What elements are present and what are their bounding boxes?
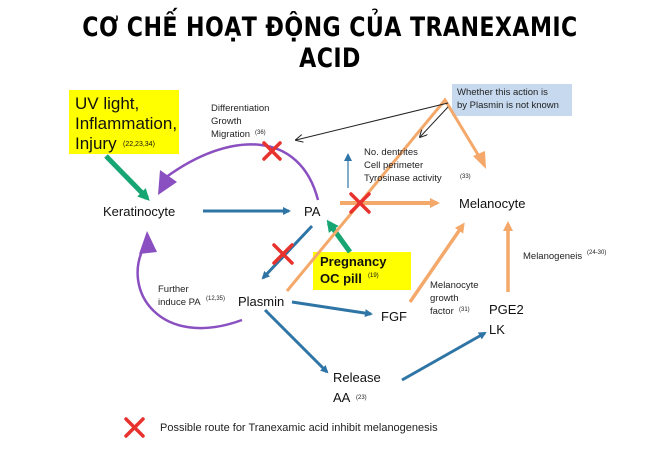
red-cross-pa-plasmin [272,243,294,265]
blue-arrow-release-pge2 [401,331,487,382]
melanogeneis-ref: (24-30) [587,250,607,256]
purple-loop-top [164,143,320,201]
red-cross-pa-melanocyte [349,192,371,214]
page-title: CƠ CHẾ HOẠT ĐỘNG CỦA TRANEXAMIC ACID [82,12,578,74]
uv-light-box [69,90,179,154]
purple-loop-bottom [136,244,243,330]
uv-ref: (22,23,34) [123,141,155,148]
aa-ref: (23) [356,395,367,401]
note-line2: by Plasmin is not known [457,100,559,111]
oc-pill-label: OC pill [320,271,362,286]
black-arrow-note-down [420,106,449,137]
tyrosinase-ref: (33) [460,174,471,180]
pregnancy-ref: (19) [368,273,379,279]
melanocyte-node: Melanocyte [459,196,526,211]
injury-label: Injury [75,134,117,153]
pge2-node: PGE2 [489,302,524,317]
plasmin-node: Plasmin [238,294,285,309]
growth-factor-label-2: factor [430,306,454,317]
cell-perimeter-label: Cell perimeter [364,160,424,171]
blue-arrow-pa-plasmin [261,224,314,280]
pa-node: PA [304,204,321,219]
growth-factor-ref: (31) [459,307,470,313]
melanogeneis-label: Melanogeneis [523,251,583,262]
red-cross-legend [124,417,145,438]
lk-node: LK [489,322,505,337]
orange-arrow-plasmin-melanocyte [285,97,482,292]
migration-label: Migration [211,129,251,140]
dentrites-label: No. dentrites [364,147,418,158]
orange-arrowhead-plasmin-melanocyte [473,151,486,169]
further-label: Further [158,284,189,295]
growth-factor-label-1: growth [430,293,459,304]
migration-ref: (36) [255,130,266,136]
pregnancy-box [313,252,411,290]
keratinocyte-node: Keratinocyte [103,204,176,219]
fgf-node: FGF [381,309,407,324]
induce-pa-label: induce PA [158,297,201,308]
aa-node: AA [333,390,351,405]
purple-arrowhead-bottom [139,231,157,254]
uv-light-label: UV light, [75,94,140,113]
differentiation-label: Differentiation [211,103,270,114]
induce-pa-ref: (12,35) [206,296,226,302]
green-arrow-pregnancy [326,219,353,254]
black-arrow-note-left [296,102,449,140]
melanocyte-growth-label: Melanocyte [430,280,479,291]
red-cross-diff [262,141,282,161]
plasmin-note-box [452,84,572,116]
legend-text: Possible route for Tranexamic acid inhib… [160,422,438,434]
green-arrow-uv [104,154,150,201]
inflammation-label: Inflammation, [75,114,178,133]
note-line1: Whether this action is [457,87,548,98]
release-node: Release [333,370,381,385]
tyrosinase-label: Tyrosinase activity [364,173,442,184]
pregnancy-label: Pregnancy [320,254,387,269]
purple-arrowhead-top [158,170,177,195]
growth-label: Growth [211,116,242,127]
blue-arrow-plasmin-fgf [291,300,373,318]
blue-arrow-plasmin-release [263,308,329,374]
orange-arrow-fgf-melanocyte [408,222,465,303]
